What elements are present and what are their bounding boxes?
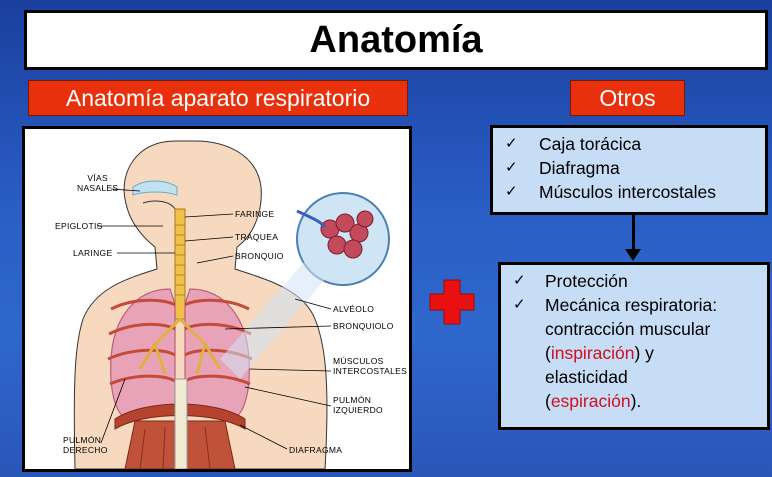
label-diafragma: DIAFRAGMA [289, 445, 342, 455]
label-pulmon-izquierdo: PULMÓN IZQUIERDO [333, 395, 383, 415]
title-box: Anatomía [24, 10, 768, 70]
list-item: ✓Músculos intercostales [505, 180, 765, 204]
list-item: ✓Diafragma [505, 156, 765, 180]
label-faringe: FARINGE [235, 209, 274, 219]
label-pulmon-derecho: PULMÓN DERECHO [63, 435, 108, 455]
label-bronquio: BRONQUIO [235, 251, 284, 261]
otros-list-box: ✓Caja torácica ✓Diafragma ✓Músculos inte… [490, 125, 768, 215]
anatomy-header: Anatomía aparato respiratorio [28, 80, 408, 116]
arrow-down-icon [632, 215, 635, 251]
espiracion-text: espiración [551, 391, 631, 411]
label-musculos-intercostales: MÚSCULOS INTERCOSTALES [333, 356, 407, 376]
label-traquea: TRÁQUEA [235, 232, 278, 242]
label-bronquiolo: BRONQUIOLO [333, 321, 394, 331]
result-box: ✓Protección ✓ Mecánica respiratoria: con… [498, 262, 770, 430]
otros-header: Otros [570, 80, 685, 116]
label-alveolo: ALVÉOLO [333, 304, 374, 314]
check-icon: ✓ [505, 156, 539, 180]
inspiracion-text: inspiración [551, 343, 635, 363]
plus-icon [428, 278, 476, 326]
check-icon: ✓ [513, 293, 545, 413]
arrow-head [625, 249, 641, 261]
check-icon: ✓ [513, 269, 545, 293]
list-item: ✓Protección [513, 269, 767, 293]
label-vias-nasales: VÍAS NASALES [77, 173, 118, 193]
check-icon: ✓ [505, 132, 539, 156]
check-icon: ✓ [505, 180, 539, 204]
list-item: ✓Caja torácica [505, 132, 765, 156]
label-laringe: LARINGE [73, 248, 112, 258]
list-item: ✓ Mecánica respiratoria: contracción mus… [513, 293, 767, 413]
label-epiglotis: EPIGLOTIS [55, 221, 103, 231]
page-title: Anatomía [309, 19, 482, 62]
respiratory-diagram: VÍAS NASALES EPIGLOTIS LARINGE FARINGE T… [22, 126, 412, 472]
